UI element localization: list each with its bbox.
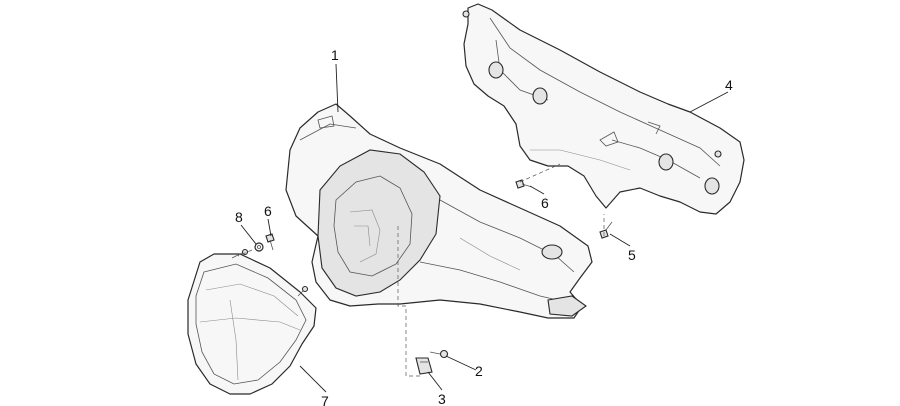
callout-2: 2 — [475, 363, 483, 379]
part-front-handlebar-cover — [285, 103, 593, 319]
part-rear-handlebar-cover — [462, 3, 745, 215]
assembly-lines — [237, 163, 605, 377]
part-screw-left — [265, 233, 275, 251]
callout-3: 3 — [438, 391, 446, 406]
callout-4: 4 — [725, 77, 733, 93]
callout-1: 1 — [331, 47, 339, 63]
callout-5: 5 — [628, 247, 636, 263]
part-washer — [254, 242, 264, 252]
callout-7: 7 — [321, 393, 329, 406]
leader-lines — [240, 63, 729, 393]
callout-6-right: 6 — [541, 195, 549, 211]
part-screw-2 — [429, 349, 449, 359]
callout-8: 8 — [235, 209, 243, 225]
part-headlight-panel — [187, 248, 317, 395]
part-clip-nut — [415, 357, 433, 375]
part-screw-right — [515, 179, 533, 189]
part-screw-5 — [599, 221, 613, 239]
callout-6-left: 6 — [264, 203, 272, 219]
callout-labels: 1 2 3 4 5 6 6 7 8 — [235, 47, 733, 406]
